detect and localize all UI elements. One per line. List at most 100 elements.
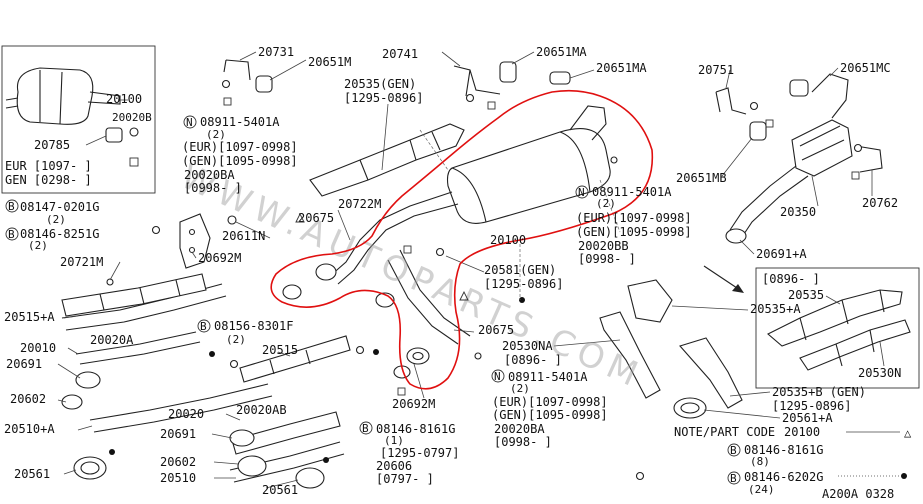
label-08146-c: 08146-8161G (744, 443, 823, 457)
lead-20561-b (265, 479, 299, 489)
shield-20020ab (231, 411, 341, 455)
bolt-20751 (749, 101, 759, 111)
label-20675-a: 20675 (298, 211, 334, 225)
label-20020ba-a-range: [0998- ] (184, 181, 242, 195)
lead-20691-a (57, 363, 81, 379)
label-20535b-range: [1295-0896] (772, 399, 851, 413)
inset-pipe-in (5, 97, 19, 109)
lead-20721m (109, 261, 121, 281)
bolt-marker-08146b-letter: B (362, 422, 369, 435)
lead-20515a (63, 315, 79, 319)
inset-right-lead-2 (879, 341, 885, 367)
inset-clamp (105, 127, 123, 143)
inset-clamp-label: 20785 (34, 138, 70, 152)
label-08146-a-qty: (2) (28, 239, 48, 252)
bolt-marker-08146d-letter: B (730, 472, 737, 485)
bolt-20611n (227, 215, 237, 225)
nut-marker-08911c (491, 369, 505, 383)
label-08146-d: 08146-6202G (744, 470, 823, 484)
bracket-20731 (223, 59, 251, 81)
front-tube-20010 (75, 331, 201, 365)
lead-20651mc (829, 67, 839, 77)
shield-20535a (627, 279, 673, 323)
inset-lead-2 (85, 135, 107, 146)
lead-20651mb (721, 137, 753, 177)
bracket-20751 (715, 87, 747, 115)
bolt-08911c (474, 352, 482, 360)
lead-20535b (729, 391, 771, 397)
lead-20651ma-a (511, 51, 535, 65)
nut-marker-08911a-letter: N (186, 116, 193, 129)
bolt-20721m (106, 278, 114, 286)
label-20561-a: 20561 (14, 467, 50, 481)
hanger-20651mb (749, 121, 767, 141)
bolt-marker-08146b (359, 421, 373, 435)
hanger-20651m (255, 75, 273, 93)
label-20535a: 20535+A (750, 302, 801, 316)
bolt-marker-08156 (197, 319, 211, 333)
reference-markers (223, 97, 860, 396)
inset-sub-label: 20020B (112, 111, 152, 124)
label-20530na-range: [0896- ] (504, 353, 562, 367)
lead-20510a (77, 425, 93, 431)
square-marker-5 (397, 387, 406, 396)
label-08146-b: 08146-8161G (376, 422, 455, 436)
flange-20561a (673, 397, 707, 419)
inset-right-top-label: 20535 (788, 288, 824, 302)
label-08146-b-qty: (1) (384, 434, 404, 447)
label-20010: 20010 (20, 341, 56, 355)
bolt-20762 (853, 143, 863, 153)
lead-20530na (553, 339, 621, 347)
red-annotation-loop (270, 89, 654, 390)
lead-20561a (703, 409, 781, 419)
bracket-20692m (179, 213, 211, 269)
inset-shield-ribs (799, 289, 885, 341)
shield-20515-ribs (269, 349, 311, 375)
triangle-marker-1 (295, 212, 305, 223)
shield-20515 (239, 335, 351, 383)
inset-heat-shield-top (767, 289, 903, 347)
flange-20691a (725, 228, 747, 244)
hanger-20651mc (789, 79, 809, 97)
label-gen-a: (GEN)[1095-0998] (182, 154, 298, 168)
nut-20561 (109, 449, 115, 455)
bolt-marker-08156-letter: B (200, 320, 207, 333)
label-20535gen-range: [1295-0896] (344, 91, 423, 105)
lead-20602-a (57, 399, 67, 403)
triangle-marker-2 (459, 290, 469, 301)
square-marker-1 (223, 97, 232, 106)
flange-center-b (282, 284, 302, 300)
label-08911-b-qty: (2) (596, 197, 616, 210)
label-08156-qty: (2) (226, 333, 246, 346)
label-20692m-a: 20692M (198, 251, 241, 265)
lead-20651ma-b (569, 69, 595, 79)
flange-center-a (315, 263, 337, 281)
inset-muffler-seam (39, 70, 63, 125)
lead-20691-b (211, 433, 233, 439)
bolt-08156 (229, 359, 239, 369)
nut-08156 (209, 351, 215, 357)
main-muffler-ends (451, 131, 591, 223)
inset-range-eur: EUR [1097- ] (5, 159, 92, 173)
nut-center (373, 349, 379, 355)
lead-20741 (441, 51, 461, 67)
label-eur-c: (EUR)[1097-0998] (492, 395, 608, 409)
label-20561a: 20561+A (782, 411, 833, 425)
bolt-20741 (465, 93, 475, 103)
flange-20692m-hole (412, 351, 424, 361)
clamp-20691-a (75, 371, 101, 389)
note-code: 20100 (784, 425, 820, 439)
clamp-20602-a (61, 394, 83, 410)
inset-left: 20100 20020B 20785 EUR [1097- ] GEN [029… (1, 45, 156, 194)
label-gen-c: (GEN)[1095-0998] (492, 408, 608, 422)
label-08911-c: 08911-5401A (508, 370, 588, 384)
nut-marker-08911c-letter: N (494, 370, 501, 383)
label-20691-a: 20691 (6, 357, 42, 371)
lead-20751 (725, 69, 731, 89)
note-text: NOTE/PART CODE (674, 425, 775, 439)
nut-20581 (519, 297, 525, 303)
label-20611n: 20611N (222, 229, 265, 243)
label-20535gen: 20535(GEN) (344, 77, 416, 91)
